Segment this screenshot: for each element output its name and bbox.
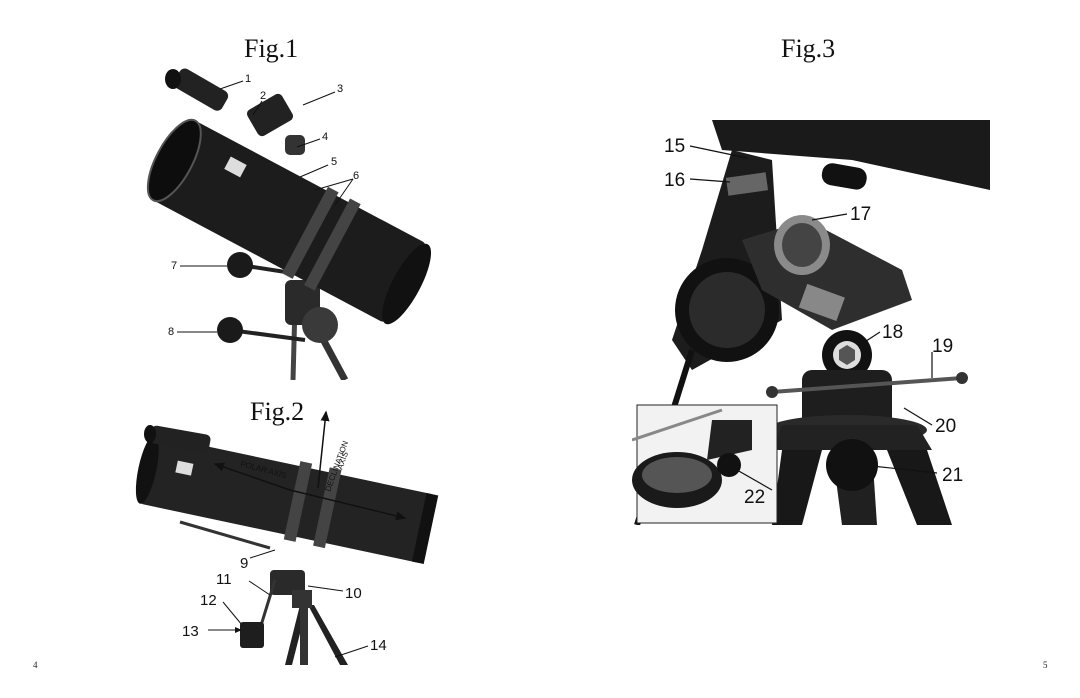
- fig1-callouts: 1 2 3 4 5 6 7 8: [135, 65, 435, 380]
- polar-axis-label: POLAR AXIS: [239, 459, 287, 480]
- fig2-telescope-photo: [130, 400, 440, 665]
- fig2-title: Fig.2: [250, 397, 305, 426]
- fig3-callouts: 15 16 17 18 19 20 21 22: [632, 120, 990, 525]
- page-number-left: 4: [33, 660, 38, 670]
- callout-4: 4: [322, 131, 328, 143]
- declination-axis-arrow: [317, 410, 330, 489]
- fig1-telescope-photo: [135, 65, 435, 380]
- callout-16: 16: [664, 170, 685, 191]
- page-number-right: 5: [1043, 660, 1048, 670]
- callout-12: 12: [200, 592, 217, 609]
- callout-9: 9: [240, 555, 248, 572]
- callout-7: 7: [171, 260, 177, 272]
- callout-2: 2: [260, 90, 266, 102]
- callout-8: 8: [168, 326, 174, 338]
- callout-5: 5: [331, 156, 337, 168]
- callout-13: 13: [182, 623, 199, 640]
- callout-22: 22: [744, 487, 765, 508]
- callout-3: 3: [337, 83, 343, 95]
- fig3-mount-photo: [632, 120, 990, 525]
- polar-axis-arrow: [213, 462, 407, 521]
- callout-10: 10: [345, 585, 362, 602]
- fig1-title: Fig.1: [244, 34, 299, 63]
- callout-15: 15: [664, 136, 685, 157]
- callout-14: 14: [370, 637, 387, 654]
- fig3-title: Fig.3: [781, 34, 836, 63]
- callout-17: 17: [850, 204, 871, 225]
- callout-18: 18: [882, 322, 903, 343]
- fig2-axes-callouts: POLAR AXIS DECLINATION AXIS 9 10 11 12 1…: [130, 400, 440, 665]
- callout-1: 1: [245, 73, 251, 85]
- callout-6: 6: [353, 170, 359, 182]
- callout-21: 21: [942, 465, 963, 486]
- callout-19: 19: [932, 336, 953, 357]
- callout-11: 11: [216, 571, 232, 588]
- callout-20: 20: [935, 416, 956, 437]
